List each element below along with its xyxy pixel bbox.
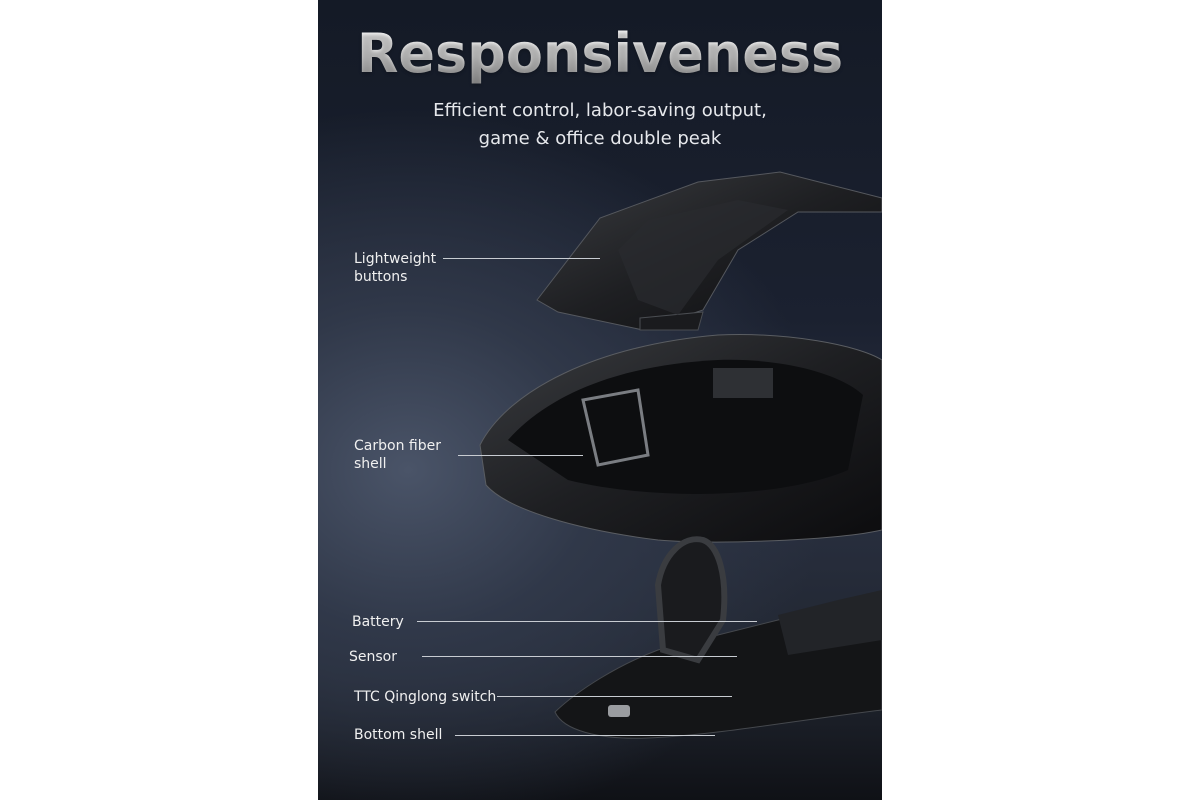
label-line: shell: [354, 456, 387, 472]
label-line: Carbon fiber: [354, 438, 441, 454]
page-title: Responsiveness: [318, 22, 882, 85]
callout-line: [455, 735, 715, 736]
label-ttc-switch: TTC Qinglong switch: [354, 689, 497, 705]
label-lightweight-buttons: Lightweight buttons: [354, 250, 436, 286]
top-buttons-part: [536, 171, 882, 331]
product-panel: Responsiveness Efficient control, labor-…: [318, 0, 882, 800]
exploded-mouse-illustration: [479, 171, 882, 739]
label-line: buttons: [354, 269, 408, 285]
label-sensor: Sensor: [349, 649, 397, 665]
label-battery: Battery: [352, 614, 404, 630]
subtitle-line-1: Efficient control, labor-saving output,: [433, 100, 767, 121]
callout-line: [443, 258, 600, 259]
label-carbon-fiber-shell: Carbon fiber shell: [354, 437, 441, 473]
callout-line: [497, 696, 732, 697]
callout-line: [417, 621, 757, 622]
bottom-part: [554, 536, 882, 739]
subtitle-line-2: game & office double peak: [478, 128, 722, 149]
label-bottom-shell: Bottom shell: [354, 727, 443, 743]
label-line: Lightweight: [354, 251, 437, 267]
callout-line: [422, 656, 737, 657]
carbon-shell-part: [479, 334, 882, 543]
callout-line: [458, 455, 583, 456]
